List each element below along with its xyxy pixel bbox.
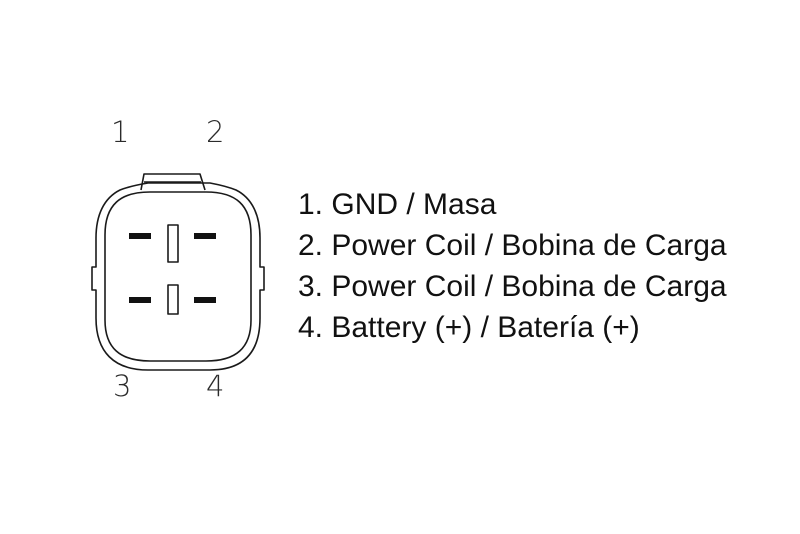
connector-housing-inner [104,191,252,362]
pin-contact-1 [129,233,151,239]
pin-contact-4 [194,297,216,303]
pin-legend: 1. GND / Masa 2. Power Coil / Bobina de … [298,184,727,348]
pin-contact-3 [129,297,151,303]
legend-item-1: 1. GND / Masa [298,188,497,221]
pin-number-2: 2 [206,115,225,149]
key-slot-lower [167,284,179,315]
pin-contact-2 [194,233,216,239]
pin-number-1: 1 [111,115,130,149]
legend-item-2: 2. Power Coil / Bobina de Carga [298,229,727,262]
connector-housing-outer [91,182,265,371]
legend-item-4: 4. Battery (+) / Batería (+) [298,311,640,344]
pin-number-3: 3 [113,369,132,403]
key-slot-upper [167,224,179,263]
connector-lock-key [140,173,206,191]
legend-item-3: 3. Power Coil / Bobina de Carga [298,270,727,303]
pin-number-4: 4 [206,369,225,403]
